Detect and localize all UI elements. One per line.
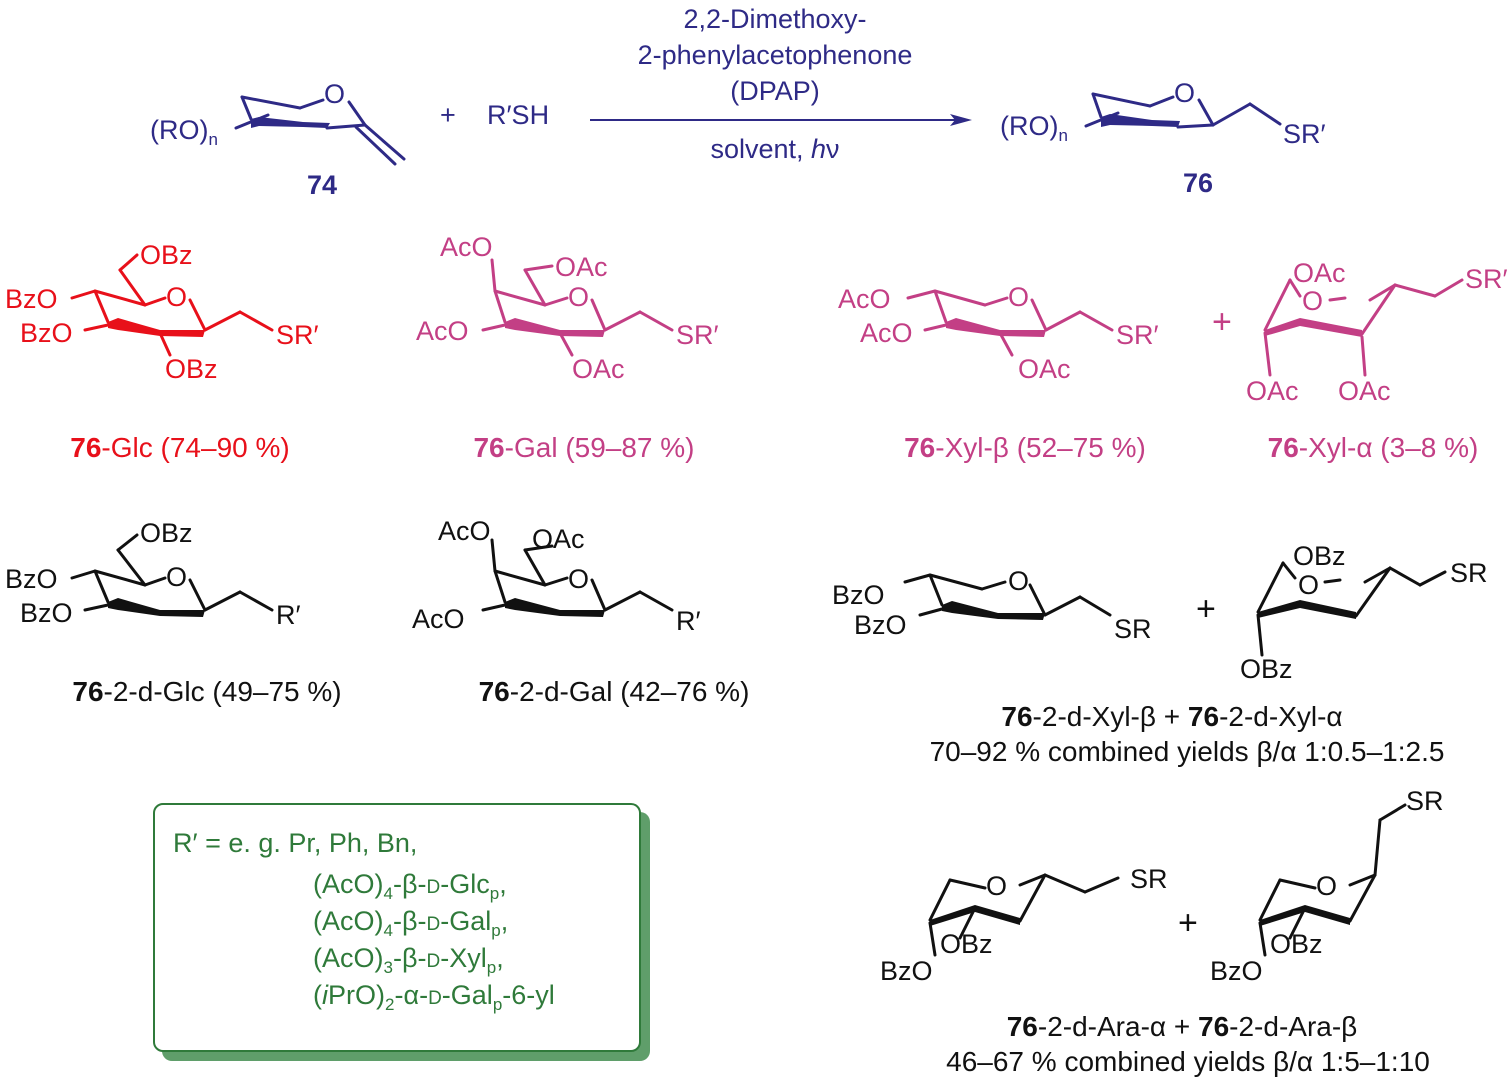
r-prime-line-3: (AcO)4-β-D-Galp, <box>313 906 509 940</box>
caption-76-glc: 76-Glc (74–90 %) <box>70 432 290 463</box>
dxyl-beta-ring-oxygen: O <box>1008 566 1030 596</box>
starting-material-74 <box>234 95 406 166</box>
dglc-r: R′ <box>276 600 301 630</box>
xylb-ring-oxygen: O <box>1008 282 1030 312</box>
dara-beta-ring-oxygen: O <box>1316 871 1338 901</box>
glc-sr: SR′ <box>276 320 319 350</box>
yield-76-2d-xyl: 70–92 % combined yields β/α 1:0.5–1:2.5 <box>929 736 1445 767</box>
dara-beta-bzo: BzO <box>1210 956 1263 986</box>
xylb-sr: SR′ <box>1116 320 1159 350</box>
dxyl-obz-top: OBz <box>1293 541 1346 571</box>
xylb-oac2: OAc <box>1018 354 1071 384</box>
r-prime-line-5: (iPrO)2-α-D-Galp-6-yl <box>313 980 555 1014</box>
xyla-sr: SR′ <box>1465 264 1507 294</box>
xyl-plus: + <box>1212 303 1232 341</box>
dara-alpha-bzo: BzO <box>880 956 933 986</box>
structure-76-2d-xyl-alpha <box>1256 561 1447 657</box>
r-prime-line-1: R′ = e. g. Pr, Ph, Bn, <box>173 828 418 858</box>
glc-bzo4: BzO <box>5 284 58 314</box>
caption-76-xyl-beta: 76-Xyl-β (52–75 %) <box>904 432 1146 463</box>
dara-alpha-obz: OBz <box>940 929 993 959</box>
caption-76-2d-xyl: 76-2-d-Xyl-β + 76-2-d-Xyl-α <box>1001 701 1343 732</box>
dglc-obz6: OBz <box>140 518 193 548</box>
dgal-ring-oxygen: O <box>568 564 590 594</box>
dglc-ring-oxygen: O <box>166 562 188 592</box>
caption-76-gal: 76-Gal (59–87 %) <box>473 432 695 463</box>
reaction-conditions: solvent, hν <box>710 134 840 164</box>
structure-76-2d-glc <box>70 533 274 617</box>
glc-bzo3: BzO <box>20 318 73 348</box>
product-sr: SR′ <box>1283 119 1326 149</box>
glc-ring-oxygen: O <box>166 282 188 312</box>
xyla-ring-oxygen: O <box>1302 286 1324 316</box>
dxyl-obz-bottom: OBz <box>1240 654 1293 684</box>
structure-76-2d-ara-alpha <box>928 873 1120 957</box>
caption-76-2d-ara: 76-2-d-Ara-α + 76-2-d-Ara-β <box>1006 1011 1358 1042</box>
dxyl-plus: + <box>1196 590 1216 628</box>
reaction-arrow <box>590 114 972 126</box>
dara-beta-sr: SR <box>1406 786 1444 816</box>
r-prime-definition-box: R′ = e. g. Pr, Ph, Bn, (AcO)4-β-D-Glcp, … <box>153 803 641 1052</box>
gal-oac6: OAc <box>555 252 608 282</box>
reagent-line-1: 2,2-Dimethoxy- <box>683 4 867 34</box>
dara-alpha-ring-oxygen: O <box>986 871 1008 901</box>
thiol-reagent: R′SH <box>487 100 550 130</box>
structure-76-2d-xyl-beta <box>903 573 1112 620</box>
glc-obz2: OBz <box>165 354 218 384</box>
gal-aco3: AcO <box>416 316 469 346</box>
structure-76-2d-gal <box>481 538 674 617</box>
dxyl-alpha-ring-oxygen: O <box>1298 570 1320 600</box>
dxyl-alpha-sr: SR <box>1450 558 1488 588</box>
dara-beta-obz: OBz <box>1270 929 1323 959</box>
sm-ring-oxygen: O <box>324 79 346 109</box>
structure-76-glc <box>70 253 274 357</box>
dxyl-bzo4: BzO <box>832 580 885 610</box>
reagent-line-3: (DPAP) <box>730 76 820 106</box>
caption-76-xyl-alpha: 76-Xyl-α (3–8 %) <box>1267 432 1479 463</box>
compound-label-76: 76 <box>1182 168 1214 198</box>
glc-obz6: OBz <box>140 240 193 270</box>
dglc-bzo3: BzO <box>20 598 73 628</box>
gal-sr: SR′ <box>676 320 719 350</box>
gal-ring-oxygen: O <box>568 282 590 312</box>
xyla-oac-top: OAc <box>1293 258 1346 288</box>
gal-aco4: AcO <box>440 232 493 262</box>
caption-76-2d-gal: 76-2-d-Gal (42–76 %) <box>478 676 750 707</box>
dara-alpha-sr: SR <box>1130 864 1168 894</box>
dgal-r: R′ <box>676 606 701 636</box>
structure-76-xyl-alpha <box>1263 278 1464 377</box>
xyla-oac-left: OAc <box>1246 376 1299 406</box>
product-substituent: (RO)n <box>1000 111 1068 145</box>
xylb-aco4: AcO <box>838 284 891 314</box>
r-prime-line-2: (AcO)4-β-D-Glcp, <box>313 869 507 903</box>
structure-76-xyl-beta <box>906 289 1114 357</box>
yield-76-2d-ara: 46–67 % combined yields β/α 1:5–1:10 <box>946 1046 1430 1077</box>
compound-label-74: 74 <box>306 170 338 200</box>
dgal-aco3: AcO <box>412 604 465 634</box>
r-prime-line-4: (AcO)3-β-D-Xylp, <box>313 943 504 977</box>
xyla-oac-right: OAc <box>1338 376 1391 406</box>
plus-sign: + <box>440 100 456 130</box>
dxyl-bzo3: BzO <box>854 610 907 640</box>
structure-76-gal <box>481 258 674 357</box>
gal-oac2: OAc <box>572 354 625 384</box>
structure-76-2d-ara-beta <box>1258 803 1407 957</box>
caption-76-2d-glc: 76-2-d-Glc (49–75 %) <box>72 676 342 707</box>
product-76 <box>1084 92 1282 129</box>
sm-substituent: (RO)n <box>150 115 218 149</box>
dglc-bzo4: BzO <box>5 564 58 594</box>
product-ring-oxygen: O <box>1174 78 1196 108</box>
dxyl-beta-sr: SR <box>1114 614 1152 644</box>
dara-plus: + <box>1178 904 1198 942</box>
dgal-aco4: AcO <box>438 516 491 546</box>
dgal-oac6: OAc <box>532 524 585 554</box>
xylb-aco3: AcO <box>860 318 913 348</box>
reagent-line-2: 2-phenylacetophenone <box>637 40 913 70</box>
